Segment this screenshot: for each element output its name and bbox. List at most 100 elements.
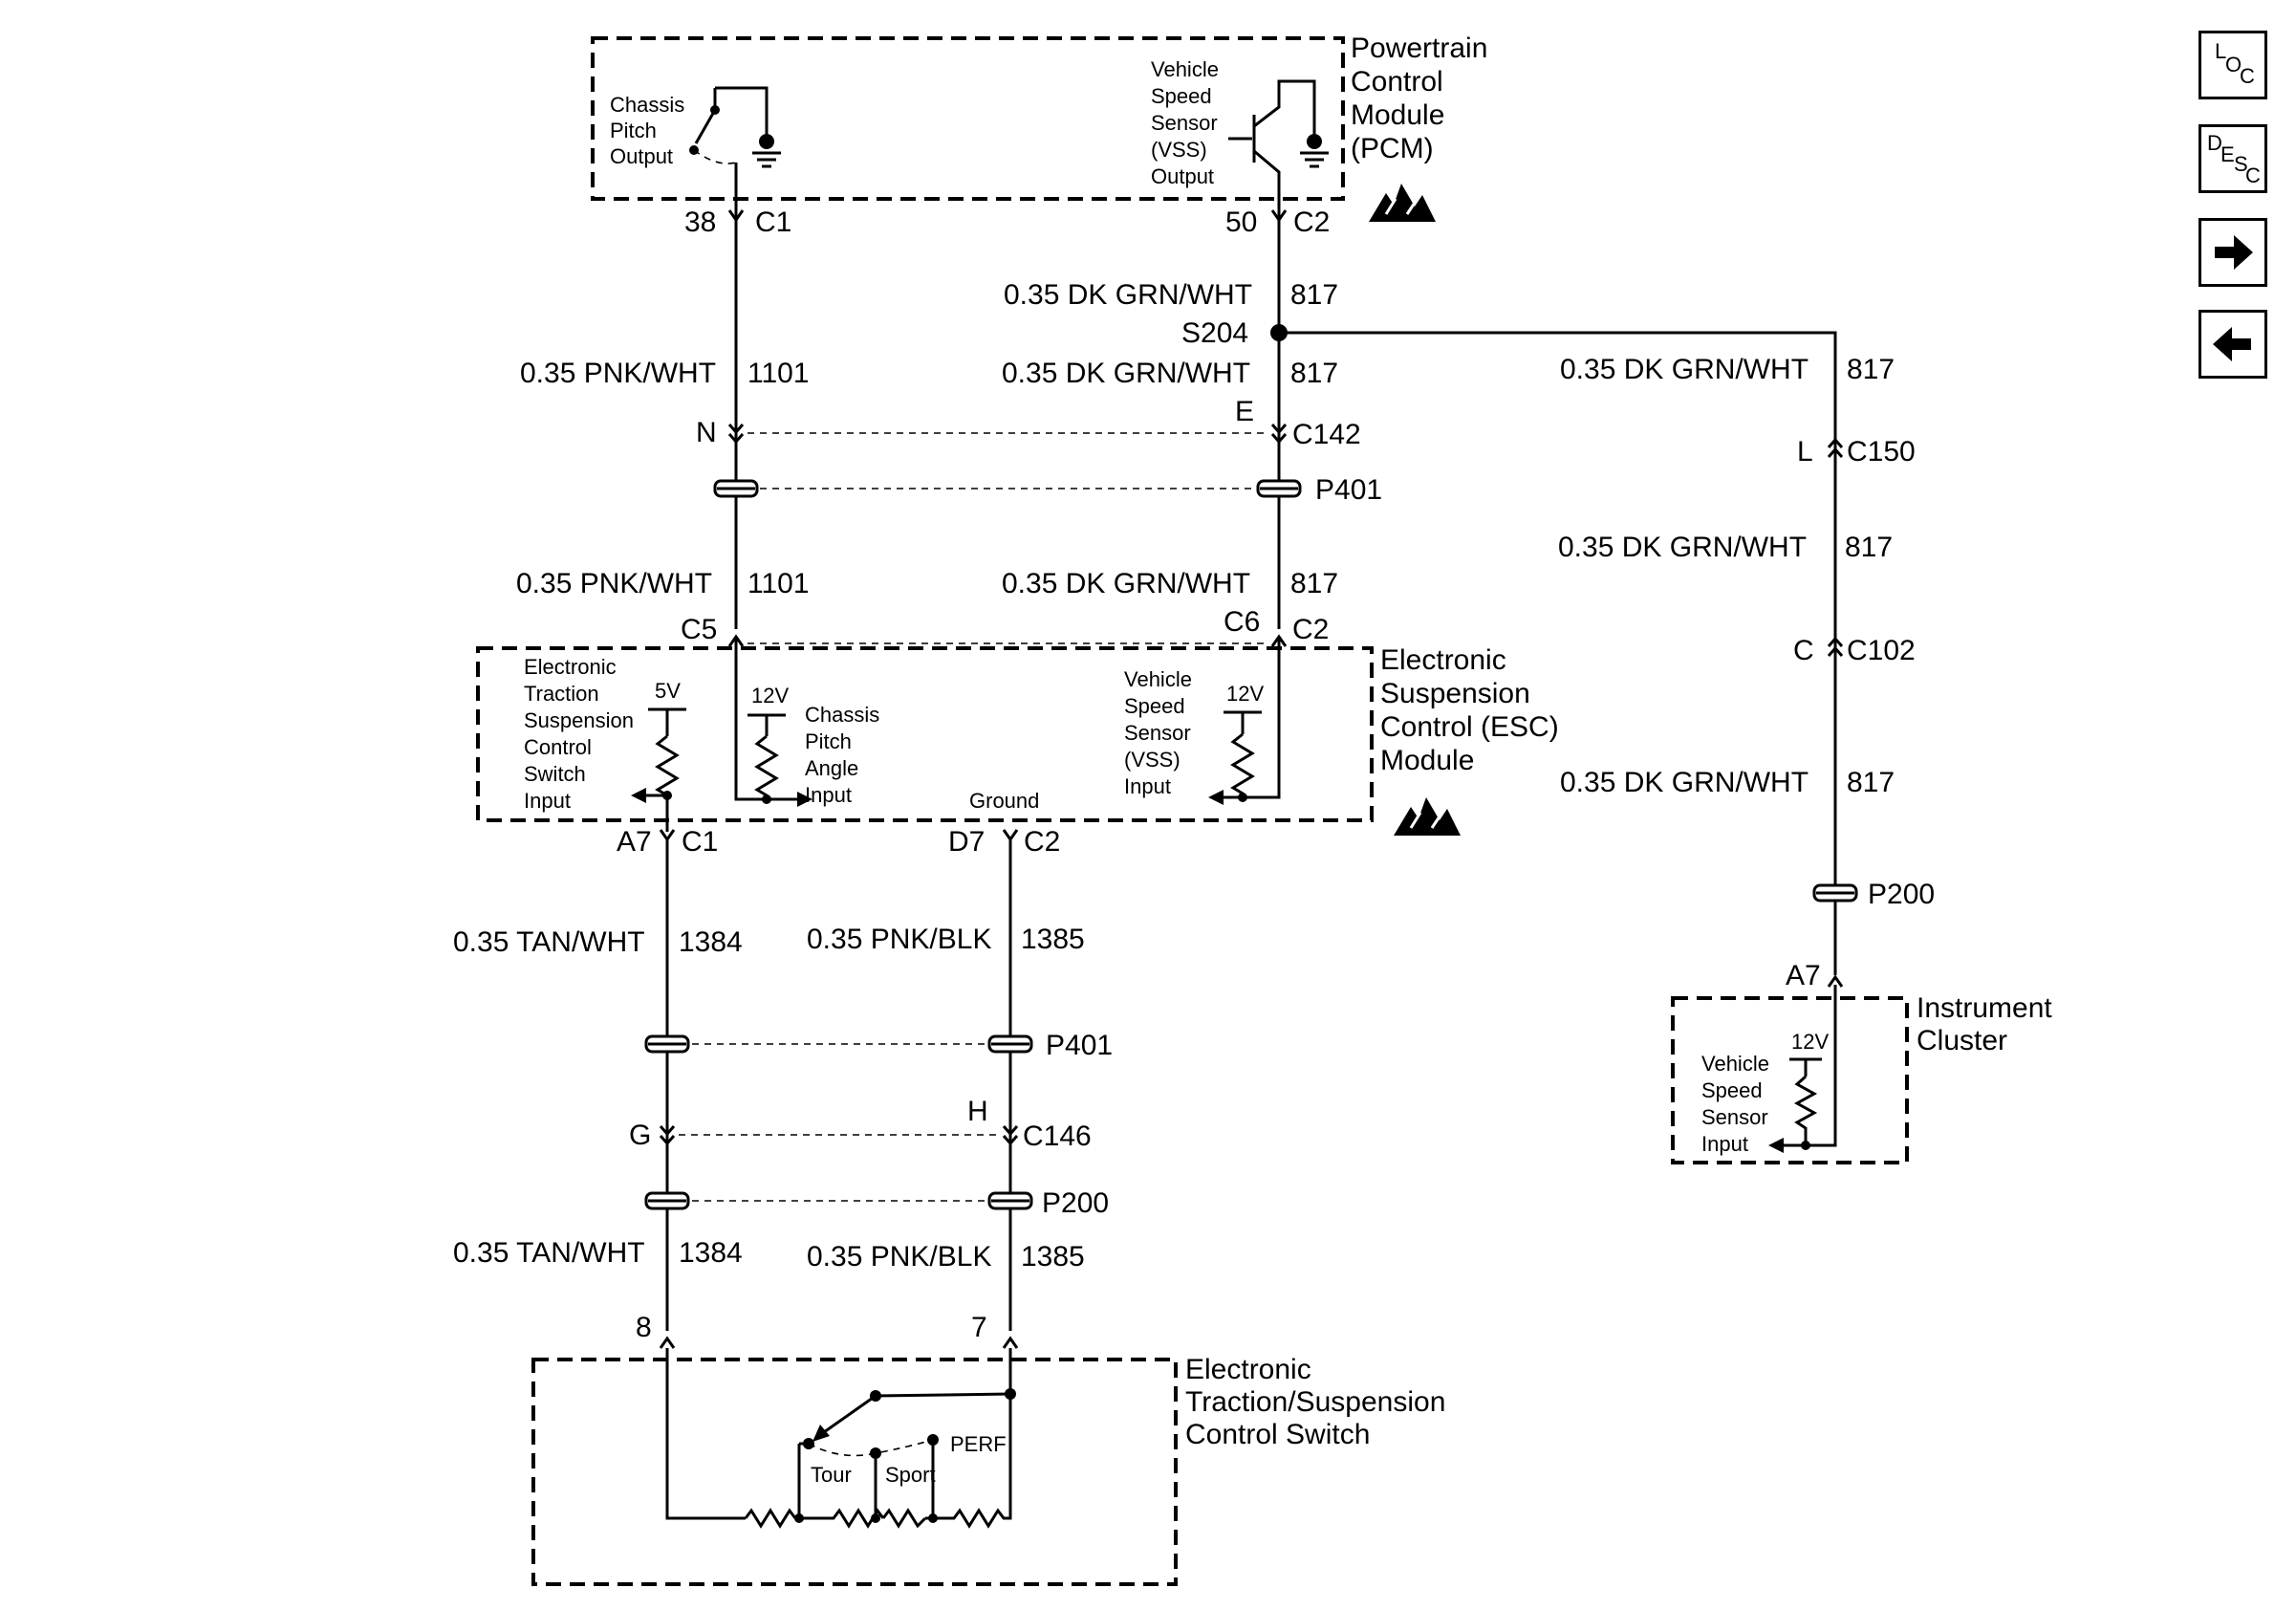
pcm-c2-pin: 50 C2 (1225, 207, 1330, 238)
esc-bottom-connectors: A7 C1 D7 C2 (617, 826, 1060, 858)
esc-12v-label: 12V (751, 684, 789, 707)
esc-box (476, 646, 1374, 822)
svg-text:38: 38 (684, 207, 716, 238)
svg-text:Cluster: Cluster (1917, 1025, 2007, 1056)
wire-817-num-3: 817 (1290, 568, 1338, 599)
esc-pitch-input-circuit (734, 637, 812, 807)
mode-switch-circuit (665, 1348, 1016, 1529)
pcm-pitch-label: Chassis Pitch Output (610, 93, 684, 168)
passthrough-p401: P401 (713, 474, 1382, 506)
svg-text:C6: C6 (1224, 606, 1260, 638)
wire-817-num-4: 817 (1847, 354, 1895, 385)
svg-text:P401: P401 (1315, 474, 1382, 506)
svg-text:A7: A7 (1786, 960, 1821, 991)
svg-text:Speed: Speed (1151, 84, 1212, 108)
svg-text:8: 8 (636, 1312, 652, 1343)
ic-vss-input-label: Vehicle Speed Sensor Input (1701, 1052, 1769, 1156)
connector-c142: N E C142 (696, 396, 1361, 450)
wire-1385-num-2: 1385 (1021, 1241, 1085, 1273)
prev-button[interactable] (2199, 310, 2267, 379)
wire-817-color: 0.35 DK GRN/WHT (1004, 279, 1252, 311)
esc-ground-label: Ground (969, 789, 1039, 813)
svg-text:Electronic: Electronic (1380, 644, 1506, 676)
svg-text:C2: C2 (1292, 614, 1329, 645)
wire-817-color-3: 0.35 DK GRN/WHT (1002, 568, 1250, 599)
svg-text:Suspension: Suspension (1380, 678, 1530, 709)
svg-text:Suspension: Suspension (524, 708, 634, 732)
svg-text:C2: C2 (1293, 207, 1330, 238)
svg-text:H: H (967, 1096, 988, 1127)
svg-text:Input: Input (1701, 1132, 1748, 1156)
esc-vss-input-label: Vehicle Speed Sensor (VSS) Input (1124, 667, 1192, 798)
svg-text:N: N (696, 417, 717, 448)
ic-box (1671, 996, 1909, 1164)
ic-12v-label: 12V (1791, 1030, 1829, 1054)
svg-text:P200: P200 (1042, 1187, 1109, 1219)
svg-text:C102: C102 (1847, 635, 1916, 666)
loc-button[interactable]: L O C (2199, 31, 2267, 99)
svg-text:C: C (2240, 64, 2255, 88)
passthrough-p200: P200 (644, 1187, 1109, 1219)
wire-1101-color-2: 0.35 PNK/WHT (516, 568, 712, 599)
svg-text:O: O (2225, 53, 2242, 76)
svg-text:Powertrain: Powertrain (1351, 33, 1487, 64)
svg-text:L: L (1797, 436, 1813, 468)
svg-text:C150: C150 (1847, 436, 1916, 468)
svg-text:Input: Input (1124, 774, 1171, 798)
svg-text:Control Switch: Control Switch (1185, 1419, 1370, 1450)
wire-817-num: 817 (1290, 279, 1338, 311)
wire-1384-color-2: 0.35 TAN/WHT (453, 1237, 645, 1269)
svg-text:C2: C2 (1024, 826, 1060, 858)
svg-text:Vehicle: Vehicle (1124, 667, 1192, 691)
wire-817-color-5: 0.35 DK GRN/WHT (1558, 532, 1807, 563)
wire-817-num-2: 817 (1290, 358, 1338, 389)
next-arrow-icon (2215, 235, 2253, 270)
svg-text:D: D (2207, 131, 2222, 155)
mode-sport-label: Sport (885, 1463, 936, 1487)
switch-pins: 8 7 (636, 1312, 1019, 1349)
wire-1384-num: 1384 (679, 926, 743, 958)
svg-text:A7: A7 (617, 826, 652, 858)
ic-title: Instrument Cluster (1917, 992, 2052, 1056)
svg-text:D7: D7 (948, 826, 985, 858)
svg-text:Electronic: Electronic (1185, 1354, 1311, 1385)
mode-perf-label: PERF (950, 1432, 1007, 1456)
svg-text:Switch: Switch (524, 762, 586, 786)
svg-text:Traction/Suspension: Traction/Suspension (1185, 1386, 1445, 1418)
svg-text:Traction: Traction (524, 682, 599, 706)
next-button[interactable] (2199, 218, 2267, 287)
wire-817-num-5: 817 (1845, 532, 1893, 563)
esc-title: Electronic Suspension Control (ESC) Modu… (1380, 644, 1559, 776)
svg-text:Sensor: Sensor (1151, 111, 1218, 135)
svg-text:C1: C1 (755, 207, 791, 238)
passthrough-p401-lower: P401 (644, 1030, 1113, 1061)
svg-text:P200: P200 (1868, 879, 1935, 910)
switch-box (531, 1358, 1178, 1586)
svg-text:E: E (2220, 142, 2235, 166)
pcm-c1-pin: 38 C1 (684, 207, 791, 238)
wire-1101-num: 1101 (747, 358, 810, 389)
esd-warning-icon (1392, 795, 1462, 838)
svg-text:C1: C1 (682, 826, 718, 858)
wire-1385-color: 0.35 PNK/BLK (807, 924, 991, 955)
pcm-vss-transistor (1228, 79, 1329, 191)
svg-text:7: 7 (971, 1312, 987, 1343)
esc-top-connectors: C5 C6 C2 (681, 606, 1329, 647)
svg-text:C5: C5 (681, 614, 717, 645)
wire-817-color-2: 0.35 DK GRN/WHT (1002, 358, 1250, 389)
pcm-vss-label: Vehicle Speed Sensor (VSS) Output (1151, 57, 1219, 188)
svg-text:Sensor: Sensor (1124, 721, 1191, 745)
svg-text:(VSS): (VSS) (1151, 138, 1207, 162)
svg-text:50: 50 (1225, 207, 1257, 238)
wire-1384-color: 0.35 TAN/WHT (453, 926, 645, 958)
svg-text:P401: P401 (1046, 1030, 1113, 1061)
esc-12v-label-2: 12V (1226, 682, 1264, 706)
wire-817-num-6: 817 (1847, 767, 1895, 798)
svg-text:C: C (2245, 163, 2261, 187)
mode-tour-label: Tour (811, 1463, 852, 1487)
svg-text:(PCM): (PCM) (1351, 133, 1434, 164)
desc-button[interactable]: D E S C (2199, 124, 2267, 193)
connector-c102: C C102 (1793, 635, 1916, 666)
svg-text:Instrument: Instrument (1917, 992, 2052, 1024)
pcm-title: Powertrain Control Module (PCM) (1351, 33, 1487, 164)
